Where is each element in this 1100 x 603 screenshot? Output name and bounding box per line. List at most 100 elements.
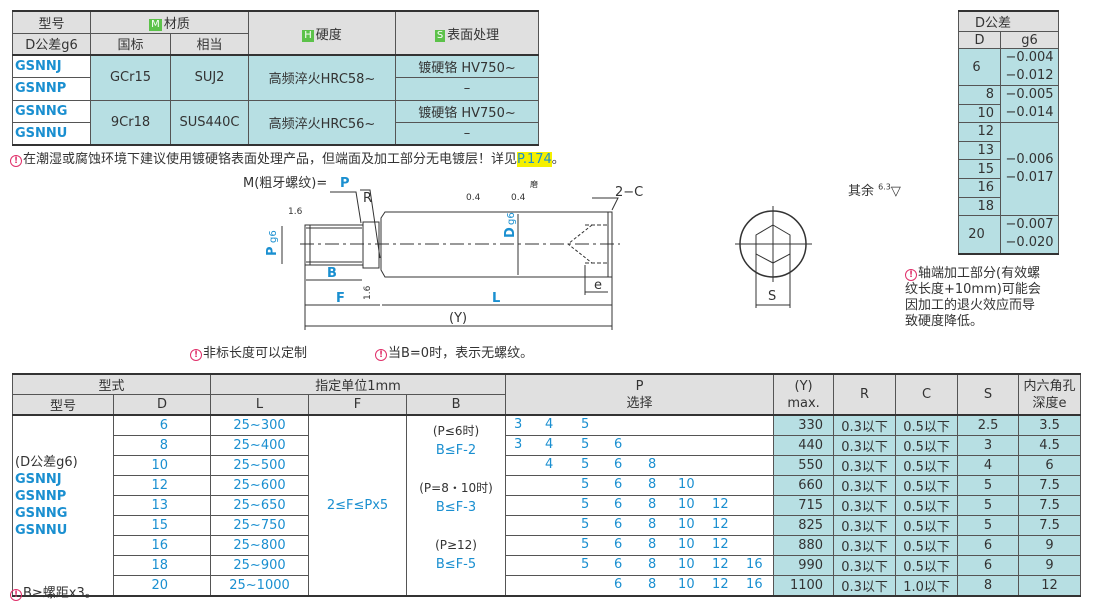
h-c: C	[895, 373, 959, 416]
r-cell: 0.3以下	[833, 515, 897, 536]
p-option: 5	[581, 537, 590, 552]
p-option: 12	[712, 577, 729, 592]
c-cell: 0.5以下	[895, 435, 959, 456]
warning-icon: !	[10, 589, 22, 601]
c-cell: 1.0以下	[895, 575, 959, 597]
rest-roughness: 其余 6.3▽	[848, 182, 901, 199]
p-option: 10	[678, 477, 695, 492]
thread-p-label: P	[340, 176, 350, 191]
e-cell: 4.5	[1018, 435, 1082, 456]
y-cell: 330	[773, 414, 835, 436]
p-option: 10	[678, 577, 695, 592]
p-option: 16	[746, 577, 763, 592]
surface-cell: 镀硬铬 HV750~	[395, 54, 539, 78]
l-cell: 25~600	[210, 475, 310, 496]
h-unit: 指定单位1mm	[210, 373, 507, 395]
h-f: F	[308, 394, 408, 416]
s-cell: 4	[957, 455, 1020, 476]
p-option: 8	[648, 477, 657, 492]
pin-drawing: M(粗牙螺纹)= P R 2−C 1.6 0.4 0.4 磨 P g6 D g6…	[243, 176, 643, 330]
d-cell: 12	[112, 475, 212, 496]
s-cell: 8	[957, 575, 1020, 597]
r-cell: 0.3以下	[833, 575, 897, 597]
p-option: 10	[678, 517, 695, 532]
tol-title: D公差	[957, 10, 1060, 32]
eq-cell: SUJ2	[170, 54, 249, 101]
p-option: 12	[712, 537, 729, 552]
c-cell: 0.5以下	[895, 475, 959, 496]
h-tol: D公差g6	[12, 32, 91, 56]
p-option: 12	[712, 557, 729, 572]
s-cell: 2.5	[957, 414, 1020, 436]
model-cell: GSNNU	[12, 121, 91, 146]
p-option: 5	[581, 477, 590, 492]
r-cell: 0.3以下	[833, 435, 897, 456]
y-cell: 880	[773, 535, 835, 556]
c-cell: 0.5以下	[895, 455, 959, 476]
l-cell: 25~1000	[210, 575, 310, 597]
l-cell: 25~750	[210, 515, 310, 536]
p-option: 5	[581, 517, 590, 532]
c-cell: 0.5以下	[895, 414, 959, 436]
ra-label: 1.6	[288, 207, 303, 217]
s-cell: 6	[957, 535, 1020, 556]
h-type: 型式	[11, 373, 212, 395]
r-cell: 0.3以下	[833, 535, 897, 556]
tol-d-cell: 10	[958, 103, 1001, 124]
p-option: 5	[581, 417, 590, 432]
l-cell: 25~800	[210, 535, 310, 556]
b-rule: (P=8・10时)B≤F-3	[419, 481, 493, 515]
p-option: 6	[614, 437, 623, 452]
b-rule: (P≥12)B≤F-5	[435, 538, 477, 572]
page-link[interactable]: P.174	[517, 152, 552, 167]
p-option: 4	[545, 437, 554, 452]
b-cell: (P≤6时)B≤F-2(P=8・10时)B≤F-3(P≥12)B≤F-5	[406, 414, 507, 597]
h-l: L	[210, 394, 310, 416]
tol-g6-cell: −0.007−0.020	[999, 215, 1060, 255]
model-cell: GSNNP	[12, 76, 91, 101]
c-label: 2−C	[615, 185, 643, 200]
e-cell: 7.5	[1018, 515, 1082, 536]
tol-g6-cell: −0.005−0.014	[999, 84, 1060, 124]
l-cell: 25~900	[210, 555, 310, 576]
tol-d-cell: 16	[958, 177, 1001, 198]
y-cell: 990	[773, 555, 835, 576]
h-e: 内六角孔深度e	[1018, 373, 1082, 416]
hardness-cell: 高频淬火HRC56~	[248, 99, 396, 146]
p-option: 3	[514, 417, 523, 432]
tol-d-cell: 6	[958, 48, 1001, 86]
y-cell: 660	[773, 475, 835, 496]
p-option: 8	[648, 557, 657, 572]
s-label: S	[768, 289, 776, 304]
y-cell: 825	[773, 515, 835, 536]
c-cell: 0.5以下	[895, 555, 959, 576]
p-option: 10	[678, 497, 695, 512]
thread-label: M(粗牙螺纹)=	[243, 176, 327, 191]
l-cell: 25~500	[210, 455, 310, 476]
d-cell: 18	[112, 555, 212, 576]
d-cell: 15	[112, 515, 212, 536]
l-label: L	[492, 291, 500, 306]
h-s: S	[957, 373, 1020, 416]
ra-label: 0.4	[466, 193, 481, 203]
r-cell: 0.3以下	[833, 475, 897, 496]
e-label: e	[594, 278, 602, 293]
c-cell: 0.5以下	[895, 495, 959, 516]
y-cell: 550	[773, 455, 835, 476]
tol-d-cell: 13	[958, 140, 1001, 161]
s-cell: 5	[957, 475, 1020, 496]
c-cell: 0.5以下	[895, 515, 959, 536]
